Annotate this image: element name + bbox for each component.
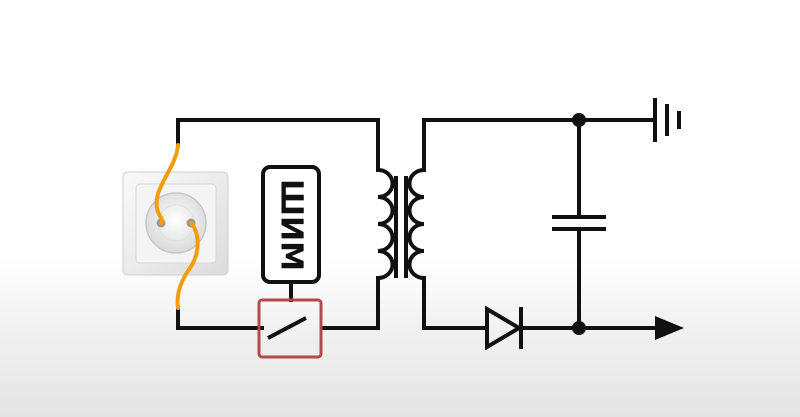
- primary-winding: [375, 167, 395, 281]
- ground-symbol-icon: [653, 98, 681, 142]
- mains-wires: [154, 143, 200, 310]
- secondary-top-wire: [422, 118, 657, 172]
- mains-wire-bottom: [175, 221, 200, 310]
- secondary-bottom-wire: [422, 276, 489, 330]
- switch-icon: [257, 298, 323, 359]
- junction-bottom: [572, 321, 586, 335]
- primary-top-wire: [176, 118, 380, 172]
- socket-cup: [145, 192, 207, 254]
- pwm-block-box: [261, 165, 321, 284]
- primary-circuit: [176, 118, 380, 330]
- pwm-label: ШИМ: [274, 179, 309, 271]
- arrow-right-icon: [655, 316, 684, 340]
- secondary-winding: [407, 167, 427, 281]
- secondary-circuit: [422, 113, 659, 335]
- power-socket-icon: [122, 171, 229, 276]
- transformer-icon: [375, 167, 427, 281]
- pwm-block: ШИМ: [261, 165, 321, 284]
- diode-icon: [485, 305, 523, 351]
- mains-wire-top: [154, 143, 180, 225]
- capacitor-icon: [552, 215, 606, 231]
- switch-box: [257, 298, 323, 359]
- junction-top: [572, 113, 586, 127]
- primary-bottom-right-wire: [320, 276, 380, 330]
